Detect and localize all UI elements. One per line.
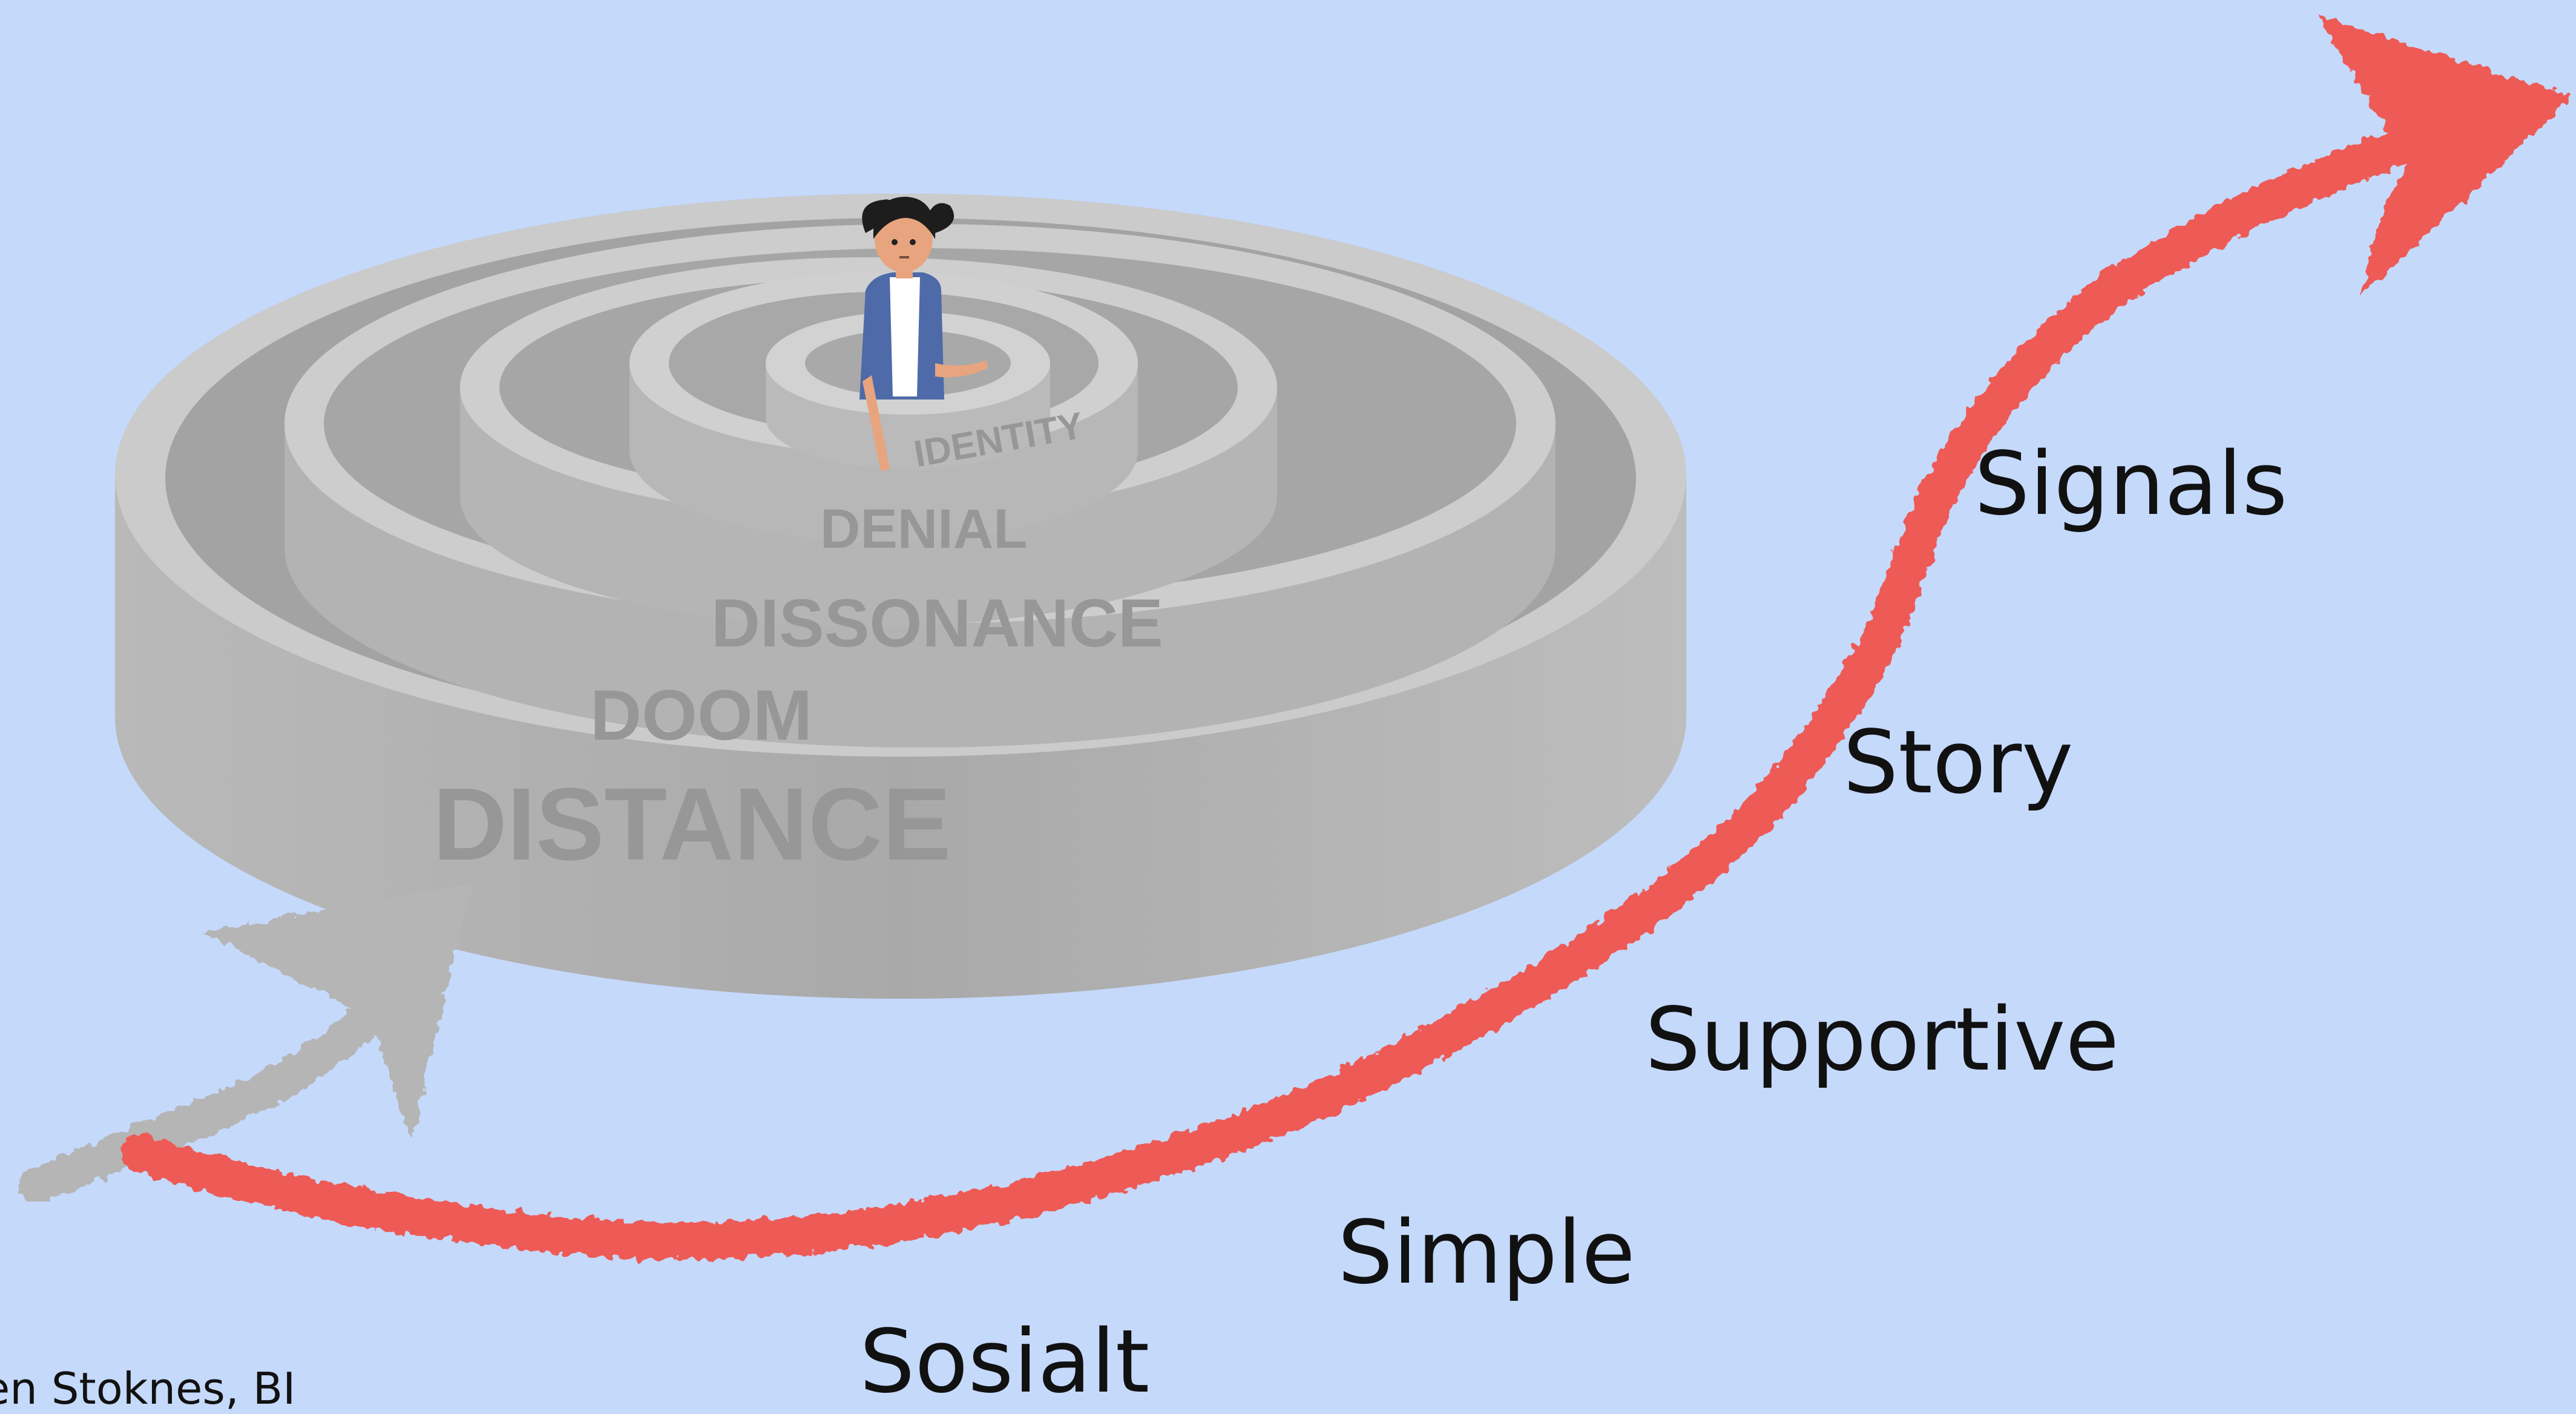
ring-label-denial: DENIAL [820,498,1027,560]
step-story: Story [1843,711,2074,813]
author-credit: en Stoknes, BI [0,1363,296,1414]
grey-squiggly-arrow [18,884,472,1205]
maze-labels: IDENTITY DENIAL DISSONANCE DOOM DISTANCE [433,404,1163,882]
maze [115,194,1686,999]
step-supportive: Supportive [1645,988,2120,1090]
ring-label-doom: DOOM [590,676,812,755]
step-simple: Simple [1338,1202,1635,1303]
step-sosialt: Sosialt [859,1310,1150,1412]
red-squiggly-arrow [120,15,2572,1260]
ring-label-dissonance: DISSONANCE [711,585,1163,661]
step-signals: Signals [1974,433,2288,534]
ring-label-distance: DISTANCE [433,767,951,882]
person-figure [859,197,988,471]
